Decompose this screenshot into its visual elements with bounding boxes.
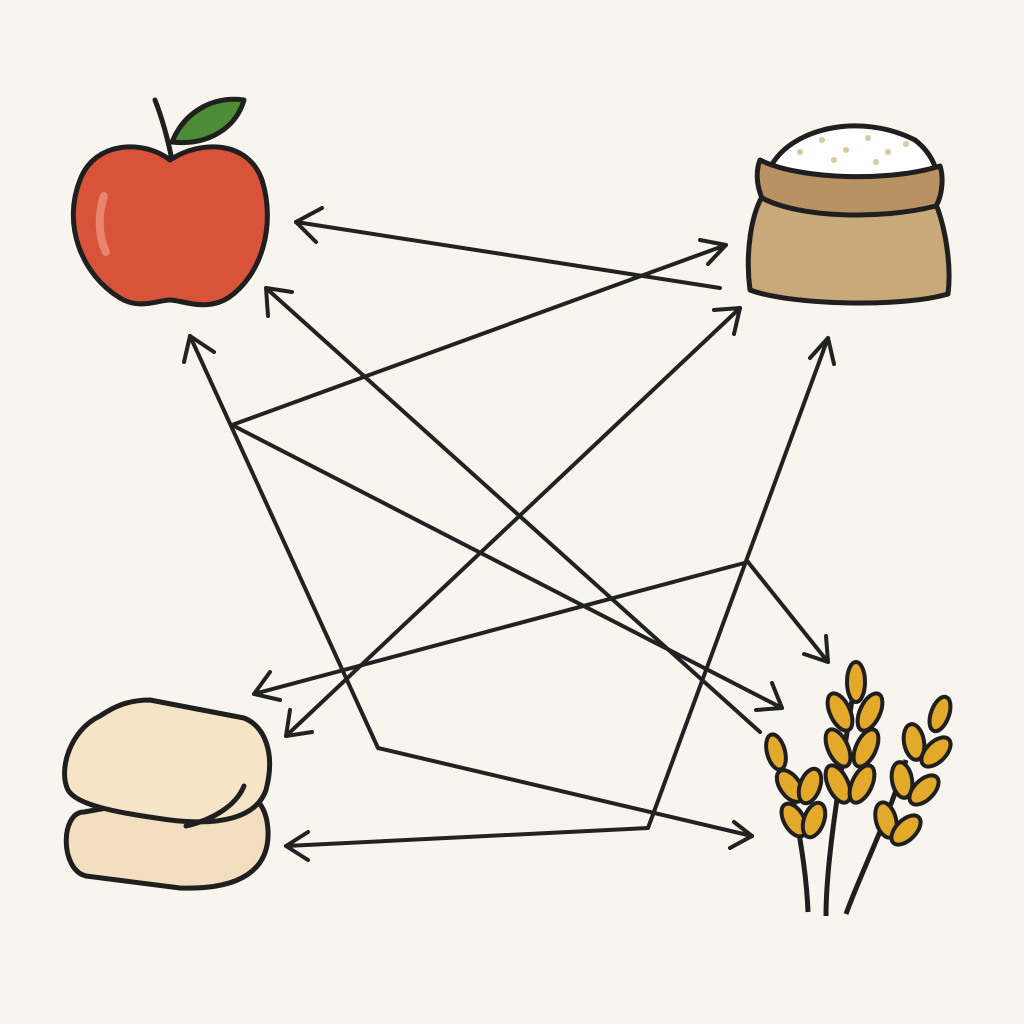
flour-sack-icon — [745, 123, 952, 306]
dough-node[interactable] — [62, 697, 272, 891]
arrow-head-dough-upper — [284, 708, 314, 738]
arrow-junction-to-wheat — [746, 560, 830, 664]
flour-specks — [797, 135, 909, 165]
wheat-node[interactable] — [763, 660, 956, 917]
arrow-head-wheat-bottom — [728, 820, 754, 850]
arrow-dough-to-flour-sack — [230, 243, 728, 427]
flour-sack-node[interactable] — [745, 123, 952, 306]
arrow-head-flour-sack-upper — [698, 238, 728, 266]
arrow-head-flour-sack-lower — [712, 306, 742, 336]
arrow-head-apple-bottom — [182, 334, 216, 364]
arrow-flour-sack-to-apple — [294, 220, 722, 290]
apple-icon — [70, 96, 270, 308]
arrow-wheat-to-dough-upper — [252, 560, 750, 696]
arrow-head-wheat-top — [802, 634, 830, 664]
arrow-head-dough-left — [252, 670, 282, 702]
arrow-wheat-to-apple-diagonal — [264, 286, 762, 734]
arrow-dough-to-wheat-upper — [230, 423, 784, 710]
connections — [182, 206, 836, 862]
arrow-head-dough-bottom — [284, 830, 310, 862]
arrow-head-apple-top — [294, 206, 324, 244]
arrow-wheat-to-apple-routed — [188, 334, 754, 838]
apple-node[interactable] — [70, 96, 270, 308]
dough-stack-icon — [62, 697, 272, 891]
arrow-flour-sack-to-dough — [284, 306, 742, 738]
arrow-head-apple-lower — [264, 286, 294, 318]
wheat-icon — [764, 660, 953, 917]
arrow-head-flour-sack-bottom — [808, 336, 836, 366]
arrow-wheat-to-flour-sack — [284, 336, 830, 848]
arrow-head-wheat-upper — [754, 681, 784, 712]
